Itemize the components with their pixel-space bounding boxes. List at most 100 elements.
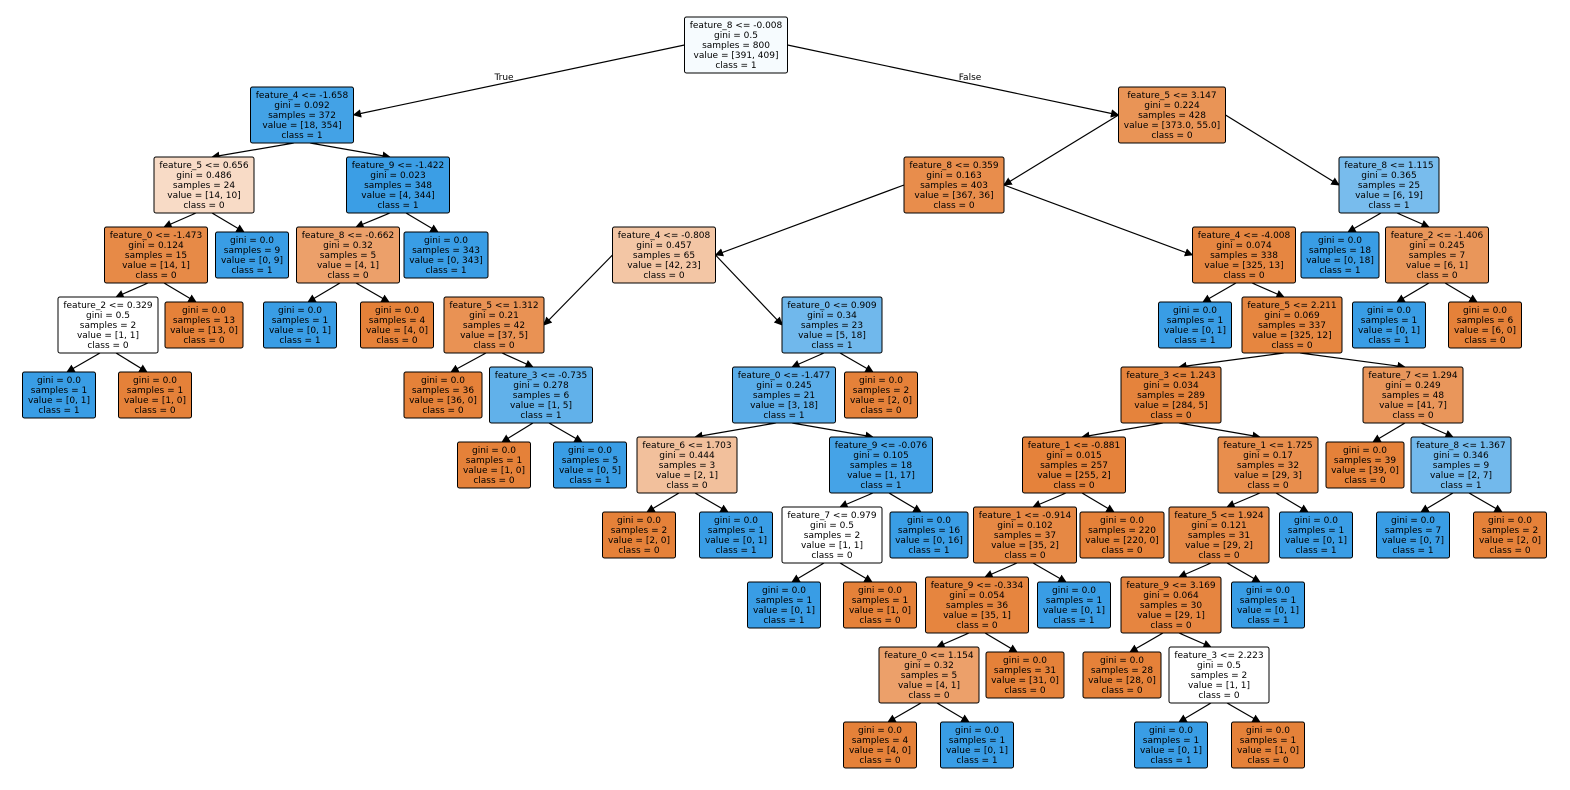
node-text-line: gini = 0.0	[1318, 236, 1362, 246]
node-text-line: gini = 0.346	[1433, 451, 1489, 461]
node-text-line: samples = 23	[801, 321, 863, 331]
node-text-line: gini = 0.224	[1144, 101, 1200, 111]
node-text-line: samples = 15	[125, 251, 187, 261]
node-text-line: gini = 0.0	[421, 376, 465, 386]
node-box	[1120, 366, 1222, 424]
node-text-line: class = 0	[1198, 691, 1240, 701]
node-text-line: gini = 0.0	[424, 236, 468, 246]
node-text-line: class = 1	[811, 341, 852, 351]
node-text-line: samples = 16	[898, 526, 960, 536]
node-box	[1168, 646, 1270, 704]
node-text-line: class = 1	[520, 411, 561, 421]
tree-edge	[791, 562, 825, 583]
node-text-line: value = [0, 18]	[1306, 256, 1374, 266]
node-text-line: gini = 0.5	[86, 311, 130, 321]
node-text-line: gini = 0.249	[1385, 381, 1441, 391]
tree-edge	[714, 184, 905, 257]
node-text-line: gini = 0.5	[1197, 661, 1241, 671]
tree-edge	[1178, 422, 1261, 440]
node-text-line: class = 1	[908, 546, 949, 556]
node-text-line: feature_2 <= 0.329	[63, 301, 153, 311]
edge-labels-layer: True False	[493, 73, 981, 83]
node-text-line: gini = 0.105	[853, 451, 908, 461]
node-text-line: value = [14, 10]	[167, 191, 241, 201]
node-text-line: gini = 0.5	[810, 521, 854, 531]
tree-edge	[548, 422, 583, 443]
node-text-line: samples = 343	[412, 246, 480, 256]
node-box	[732, 366, 836, 424]
tree-edge	[163, 282, 197, 303]
node-text-line: gini = 0.32	[323, 241, 373, 251]
node-text-line: gini = 0.0	[472, 446, 516, 456]
node-text-line: value = [29, 1]	[1137, 611, 1205, 621]
node-text-line: class = 0	[933, 201, 975, 211]
node-text-line: class = 1	[231, 266, 272, 276]
node-box	[1410, 436, 1512, 494]
tree-edge	[936, 632, 970, 648]
node-text-line: samples = 1	[1143, 736, 1199, 746]
node-text-line: feature_7 <= 0.979	[787, 511, 877, 521]
node-text-line: value = [0, 343]	[409, 256, 483, 266]
node-text-line: samples = 4	[852, 736, 909, 746]
node-text-line: class = 1	[1392, 546, 1433, 556]
node-text-line: gini = 0.245	[756, 381, 811, 391]
node-text-line: value = [1, 17]	[847, 471, 915, 481]
node-text-line: value = [0, 1]	[753, 606, 815, 616]
node-text-line: gini = 0.124	[128, 241, 184, 251]
tree-edge	[694, 492, 729, 513]
tree-edge	[1372, 422, 1406, 443]
node-box	[636, 436, 738, 494]
node-text-line: value = [325, 12]	[1252, 331, 1331, 341]
node-text-line: value = [220, 0]	[1085, 536, 1159, 546]
node-text-line: gini = 0.0	[1173, 306, 1217, 316]
tree-edge	[352, 44, 685, 118]
node-box	[443, 296, 545, 354]
node-box	[1082, 651, 1162, 699]
tree-edge	[355, 282, 390, 303]
node-text-line: samples = 403	[920, 181, 988, 191]
node-text-line: samples = 220	[1088, 526, 1156, 536]
node-box	[164, 301, 244, 349]
node-box	[22, 371, 96, 419]
node-text-line: value = [39, 0]	[1331, 466, 1399, 476]
node-box	[1385, 226, 1489, 284]
node-text-line: gini = 0.0	[37, 376, 81, 386]
node-text-line: value = [367, 36]	[914, 191, 993, 201]
node-text-line: class = 0	[87, 341, 129, 351]
node-text-line: feature_7 <= 1.294	[1368, 371, 1458, 381]
tree-edge	[1444, 282, 1478, 303]
node-box	[457, 441, 531, 489]
tree-edge	[1468, 492, 1503, 513]
node-text-line: value = [0, 1]	[269, 326, 331, 336]
node-text-line: samples = 30	[1140, 601, 1202, 611]
node-text-line: gini = 0.0	[568, 446, 612, 456]
node-text-line: value = [1, 1]	[77, 331, 139, 341]
node-text-line: samples = 428	[1138, 111, 1206, 121]
node-text-line: feature_8 <= 0.359	[909, 161, 999, 171]
node-box	[104, 226, 208, 284]
node-text-line: samples = 1	[1240, 736, 1296, 746]
node-text-line: class = 0	[1223, 271, 1265, 281]
node-text-line: value = [0, 1]	[1043, 606, 1105, 616]
node-text-line: value = [0, 1]	[1164, 326, 1226, 336]
tree-edge	[309, 142, 391, 160]
node-text-line: samples = 5	[901, 671, 957, 681]
node-text-line: class = 1	[569, 476, 610, 486]
node-box	[1325, 441, 1405, 489]
node-box	[1079, 511, 1165, 559]
node-text-line: samples = 7	[1385, 526, 1441, 536]
node-box	[1192, 226, 1296, 284]
node-text-line: value = [28, 0]	[1088, 676, 1156, 686]
